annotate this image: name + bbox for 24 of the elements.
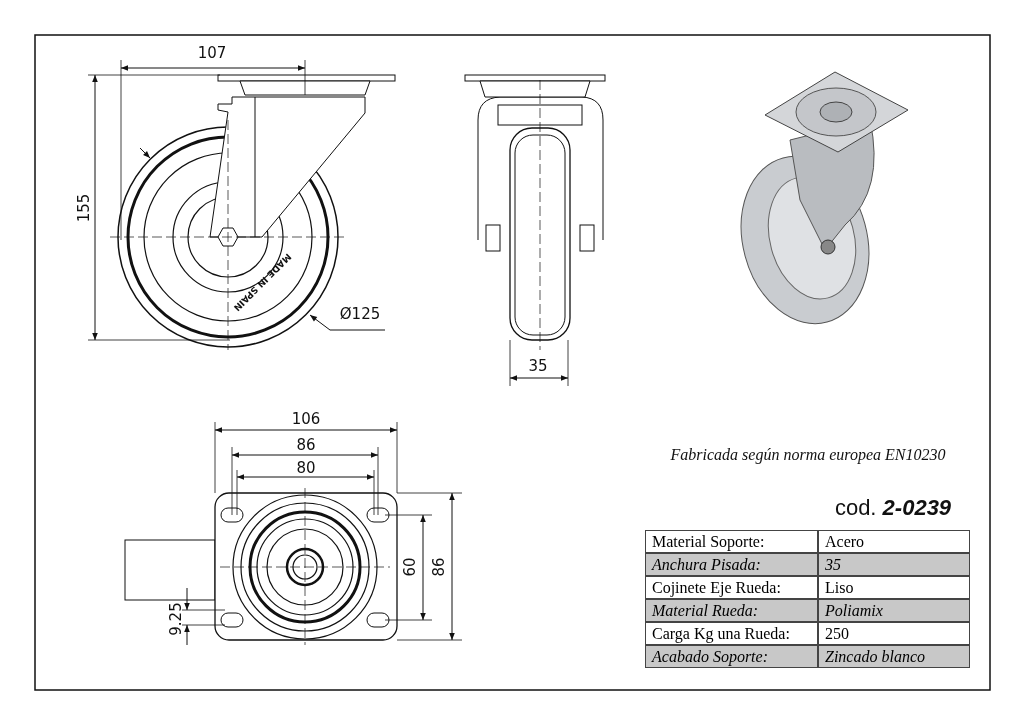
dimension-text: 155 (76, 193, 92, 223)
dimension-text: 80 (296, 460, 316, 476)
spec-label: Material Rueda: (645, 599, 818, 622)
spec-label: Cojinete Eje Rueda: (645, 576, 818, 599)
dimension-text: 86 (296, 437, 316, 453)
dimension-text: 86 (431, 557, 447, 577)
spec-label: Carga Kg una Rueda: (645, 622, 818, 645)
dimension-text: 106 (291, 411, 321, 427)
spec-value: Poliamix (818, 599, 970, 622)
spec-value: Liso (818, 576, 970, 599)
spec-label: Material Soporte: (645, 530, 818, 553)
spec-value: Acero (818, 530, 970, 553)
dimension-text: 9.25 (168, 602, 184, 636)
spec-value: Zincado blanco (818, 645, 970, 668)
spec-value: 250 (818, 622, 970, 645)
spec-label: Acabado Soporte: (645, 645, 818, 668)
dimension-text: 35 (528, 358, 548, 374)
standard-note: Fabricada según norma europea EN10230 (670, 447, 946, 463)
dimension-text: 60 (402, 557, 418, 577)
dimension-text: Ø125 (339, 306, 381, 322)
spec-value: 35 (818, 553, 970, 576)
product-code: cod. 2-0239 (834, 497, 952, 519)
spec-label: Anchura Pisada: (645, 553, 818, 576)
dimension-text: 107 (197, 45, 227, 61)
